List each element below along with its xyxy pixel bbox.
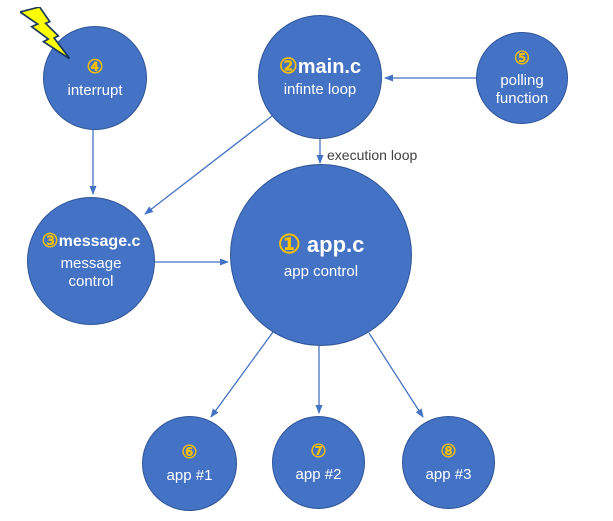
- circled-number-badge: ④: [86, 56, 104, 78]
- node-filename: message.c: [58, 232, 141, 250]
- node-filename: main.c: [297, 55, 362, 78]
- circled-number-badge: ①: [277, 229, 301, 260]
- node-interrupt[interactable]: ④ interrupt: [43, 26, 147, 130]
- node-label: app control: [283, 262, 359, 280]
- node-label: polling function: [495, 71, 549, 108]
- circled-number-badge: ⑥: [181, 441, 198, 462]
- edge-app-to-app3[interactable]: [368, 332, 424, 418]
- circled-number-badge: ②: [278, 55, 298, 78]
- node-label: app #1: [166, 467, 213, 485]
- node-label: app #2: [295, 466, 342, 484]
- node-filename: app.c: [306, 231, 365, 257]
- node-label: interrupt: [67, 81, 123, 99]
- node-app-3[interactable]: ⑧ app #3: [402, 416, 495, 509]
- node-app-1[interactable]: ⑥ app #1: [142, 416, 237, 511]
- node-label: app #3: [425, 466, 472, 484]
- edge-app-to-app1[interactable]: [210, 331, 274, 418]
- lightning-icon[interactable]: [20, 7, 70, 59]
- circled-number-badge: ③: [41, 230, 59, 252]
- node-label: infinte loop: [283, 81, 357, 99]
- circled-number-badge: ⑤: [513, 48, 531, 68]
- node-polling-function[interactable]: ⑤ polling function: [476, 32, 568, 124]
- circled-number-badge: ⑦: [310, 440, 327, 461]
- edge-label-execution-loop: execution loop: [327, 147, 418, 163]
- edge-main-to-message[interactable]: [144, 115, 273, 215]
- node-app-2[interactable]: ⑦ app #2: [272, 416, 365, 509]
- circled-number-badge: ⑧: [440, 440, 457, 461]
- node-label: message control: [60, 254, 122, 291]
